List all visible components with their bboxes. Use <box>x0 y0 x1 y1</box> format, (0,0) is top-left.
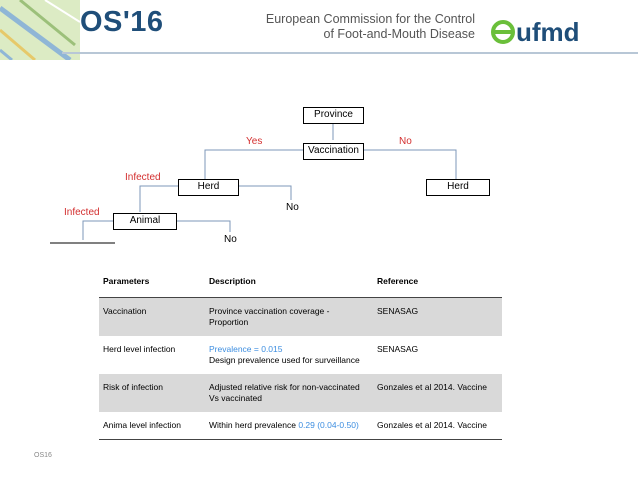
parameters-table: Parameters Description Reference Vaccina… <box>99 268 502 440</box>
decision-tree-diagram: Province Vaccination Herd Herd Animal Ye… <box>0 95 638 255</box>
column-header-parameters: Parameters <box>99 268 205 298</box>
prevalence-value: Prevalence = 0.015 <box>209 344 283 354</box>
node-province: Province <box>303 107 364 124</box>
label-no-top: No <box>399 136 412 147</box>
node-animal: Animal <box>113 213 177 230</box>
brand-title: OS'16 <box>80 6 164 38</box>
column-header-reference: Reference <box>373 268 502 298</box>
label-no-animal: No <box>224 234 237 245</box>
label-no-herd: No <box>286 202 299 213</box>
cell-reference: Gonzales et al 2014. Vaccine <box>373 412 502 440</box>
cell-description: Within herd prevalence 0.29 (0.04-0.50) <box>205 412 373 440</box>
footer-label: OS16 <box>34 452 52 459</box>
decorative-map-corner <box>0 0 80 60</box>
cell-description: Adjusted relative risk for non-vaccinate… <box>205 374 373 412</box>
label-infected-animal: Infected <box>64 207 100 218</box>
table-row: Anima level infection Within herd preval… <box>99 412 502 440</box>
node-vaccination: Vaccination <box>303 143 364 160</box>
organization-name-line1: European Commission for the Control <box>265 12 475 26</box>
label-infected-herd: Infected <box>125 172 161 183</box>
cell-parameter: Herd level infection <box>103 344 176 354</box>
cell-reference: SENASAG <box>373 297 502 336</box>
node-herd-left: Herd <box>178 179 239 196</box>
organization-name-line2: of Foot-and-Mouth Disease <box>323 27 475 41</box>
header-divider <box>62 52 638 54</box>
cell-reference: SENASAG <box>377 344 419 354</box>
cell-parameter: Risk of infection <box>99 374 205 412</box>
cell-parameter: Anima level infection <box>99 412 205 440</box>
table-header-row: Parameters Description Reference <box>99 268 502 298</box>
cell-description: Province vaccination coverage - Proporti… <box>205 297 373 336</box>
svg-text:ufmd: ufmd <box>516 17 580 47</box>
eufmd-logo: ufmd <box>491 17 580 47</box>
cell-reference: Gonzales et al 2014. Vaccine <box>373 374 502 412</box>
description-detail: Design prevalence used for surveillance <box>209 355 360 365</box>
column-header-description: Description <box>205 268 373 298</box>
table-row: Herd level infection Prevalence = 0.015 … <box>99 336 502 374</box>
table-row: Vaccination Province vaccination coverag… <box>99 297 502 336</box>
within-herd-prevalence-value: 0.29 (0.04-0.50) <box>298 420 359 430</box>
description-text: Within herd prevalence <box>209 420 296 430</box>
cell-parameter: Vaccination <box>99 297 205 336</box>
node-herd-right: Herd <box>426 179 490 196</box>
table-row: Risk of infection Adjusted relative risk… <box>99 374 502 412</box>
cell-description: Prevalence = 0.015 Design prevalence use… <box>205 336 373 374</box>
label-yes: Yes <box>246 136 263 147</box>
